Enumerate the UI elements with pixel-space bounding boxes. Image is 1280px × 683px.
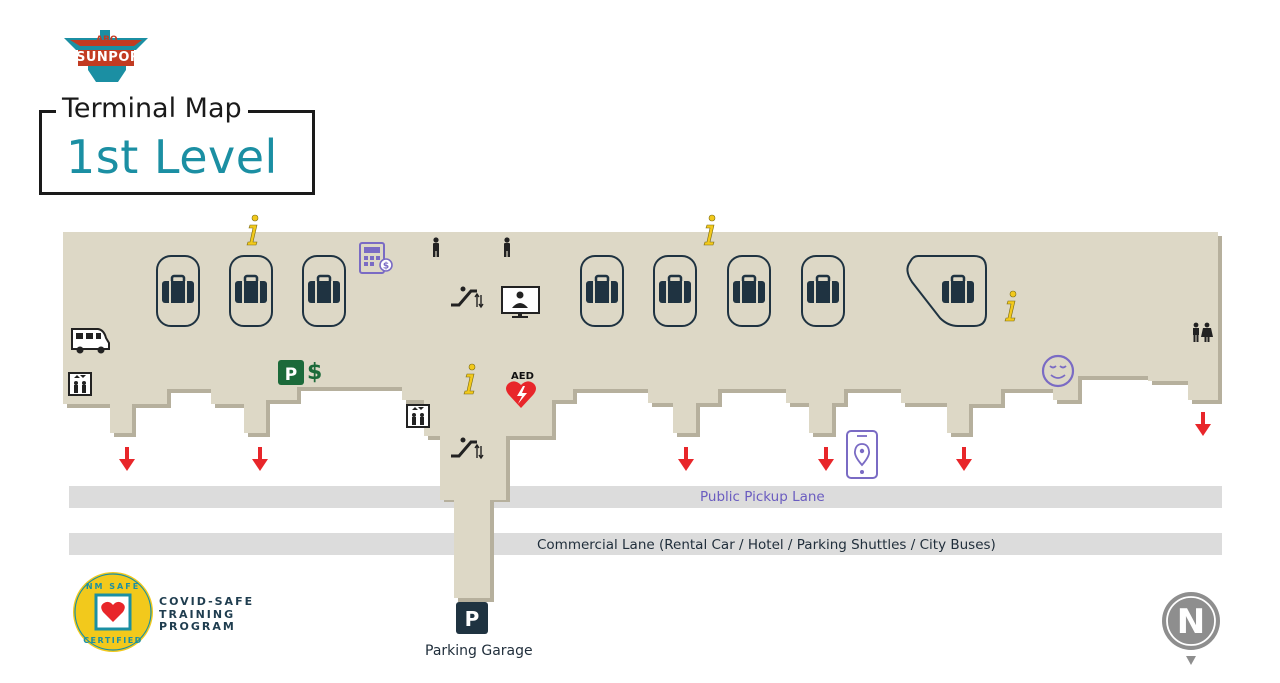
exit-arrow-icon xyxy=(119,447,135,471)
baggage-claim-6[interactable] xyxy=(727,255,771,327)
parking-pay-badge: P xyxy=(285,365,297,385)
rideshare-pickup-icon[interactable] xyxy=(846,430,878,479)
seal-bottom-text: CERTIFIED xyxy=(83,636,143,645)
family-restroom-icon[interactable] xyxy=(1193,322,1213,342)
seal-top-text: NM SAFE xyxy=(86,582,140,591)
abq-sunport-logo xyxy=(64,30,148,82)
north-compass-icon: N xyxy=(1162,592,1220,665)
baggage-claim-3[interactable] xyxy=(302,255,346,327)
restroom-men-icon[interactable] xyxy=(433,237,439,257)
baggage-claim-oversize[interactable] xyxy=(906,255,987,327)
currency-exchange-icon[interactable]: $ xyxy=(359,242,393,274)
covid-line-3: PROGRAM xyxy=(159,620,236,633)
parking-garage-badge: P xyxy=(465,607,480,631)
parking-garage-label: Parking Garage xyxy=(425,643,533,659)
commercial-lane-label: Commercial Lane (Rental Car / Hotel / Pa… xyxy=(537,537,996,553)
baggage-claim-5[interactable] xyxy=(653,255,697,327)
baggage-claim-1[interactable] xyxy=(156,255,200,327)
parking-pay-station-icon[interactable]: P xyxy=(278,360,304,385)
baggage-claim-2[interactable] xyxy=(229,255,273,327)
elevator-icon[interactable] xyxy=(68,372,92,396)
covid-line-1: COVID-SAFE xyxy=(159,595,255,608)
ground-transportation-icon[interactable] xyxy=(71,328,110,354)
baggage-claim-4[interactable] xyxy=(580,255,624,327)
terminal-building xyxy=(63,232,1218,598)
restroom-men-icon[interactable] xyxy=(504,237,510,257)
covid-line-2: TRAINING xyxy=(159,607,236,621)
baggage-claim-7[interactable] xyxy=(801,255,845,327)
exit-arrow-icon xyxy=(252,447,268,471)
logo-name: SUNPORT xyxy=(76,50,150,65)
covid-safe-program: COVID-SAFE TRAINING PROGRAM xyxy=(159,595,255,634)
exit-arrow-icon xyxy=(1195,412,1211,436)
flight-info-display-icon[interactable] xyxy=(501,286,540,318)
aed-label: AED xyxy=(511,371,534,382)
commercial-lane xyxy=(69,533,1222,555)
elevator-icon[interactable] xyxy=(406,404,430,428)
svg-text:$: $ xyxy=(383,262,389,272)
nm-safe-certified-seal: NM SAFE CERTIFIED xyxy=(73,572,153,652)
public-pickup-lane xyxy=(69,486,1222,508)
map-heading: Terminal Map xyxy=(56,93,248,125)
parking-garage-icon[interactable]: P xyxy=(456,602,488,634)
aed-icon[interactable] xyxy=(506,381,536,408)
relaxation-room-icon[interactable] xyxy=(1041,354,1075,388)
logo-abbrev: ABQ xyxy=(96,35,118,45)
exit-arrow-icon xyxy=(678,447,694,471)
exit-arrow-icon xyxy=(818,447,834,471)
exit-arrow-icon xyxy=(956,447,972,471)
public-pickup-lane-label: Public Pickup Lane xyxy=(700,489,825,505)
compass-letter: N xyxy=(1177,602,1205,642)
parking-pay-symbol: $ xyxy=(307,360,323,385)
level-title: 1st Level xyxy=(66,130,278,184)
